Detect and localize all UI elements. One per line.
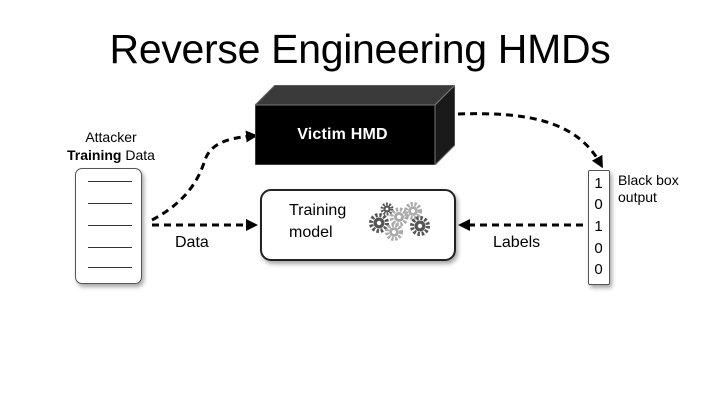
- output-bit: 0: [594, 196, 603, 213]
- document-line: [88, 203, 132, 204]
- document-line: [88, 225, 132, 226]
- attacker-training-bold: Training: [67, 147, 122, 163]
- document-line: [88, 267, 132, 268]
- output-bit: 1: [594, 218, 603, 235]
- model-line2: model: [289, 224, 333, 241]
- victim-box-front: [255, 104, 436, 165]
- attacker-data-rest: Data: [121, 147, 155, 163]
- document-line: [88, 181, 132, 182]
- training-model-label: Training model: [289, 200, 346, 244]
- document-line: [88, 247, 132, 248]
- labels-edge-label: Labels: [493, 234, 541, 251]
- gear-small-top: [380, 202, 394, 216]
- bb-line2: output: [618, 189, 657, 205]
- victim-box-top: [255, 85, 455, 106]
- slide-title: Reverse Engineering HMDs: [109, 26, 611, 72]
- gear-light-bottom: [385, 223, 403, 241]
- gear-light-mid: [389, 207, 409, 227]
- attacker-data-label: Attacker Training Data: [40, 128, 182, 164]
- victim-hmd-label: Victim HMD: [297, 126, 388, 143]
- victim-hmd-box: [255, 85, 455, 165]
- bb-line1: Black box: [618, 172, 679, 188]
- attacker-line1: Attacker: [85, 129, 137, 145]
- black-box-output-column: 1 0 1 0 0: [588, 170, 610, 285]
- gears-icon: [369, 202, 430, 241]
- gear-dark-left: [369, 213, 389, 233]
- model-line1: Training: [289, 202, 347, 219]
- gear-dark-right: [410, 216, 430, 236]
- gear-light-topright: [404, 202, 422, 220]
- arrow-doc-to-victim: [151, 130, 258, 222]
- output-bit: 0: [594, 261, 603, 278]
- document-icon: [75, 168, 142, 284]
- data-edge-label: Data: [175, 234, 209, 251]
- output-bit: 1: [594, 175, 603, 192]
- output-bit: 0: [594, 240, 603, 257]
- arrow-victim-to-output: [457, 112, 603, 169]
- black-box-output-label: Black box output: [618, 172, 679, 206]
